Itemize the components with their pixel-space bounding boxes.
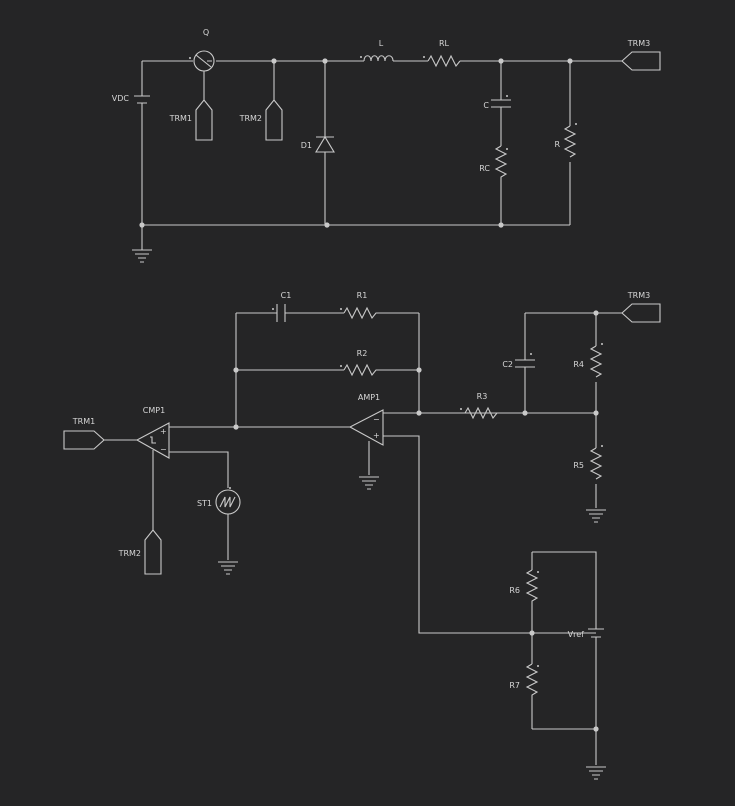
r7-resistor[interactable]: R7 <box>509 661 539 699</box>
trm3-label-bottom: TRM3 <box>627 291 650 300</box>
r5-label: R5 <box>573 461 584 470</box>
amp1-plus-sign: + <box>373 431 380 440</box>
trm2-port-top[interactable]: TRM2 <box>239 99 283 141</box>
r3-resistor[interactable]: R3 <box>460 392 498 420</box>
trm2-label-bottom: TRM2 <box>118 549 141 558</box>
r-resistor[interactable]: R <box>554 123 577 158</box>
pwm-controller-circuit: C1 R1 R2 − + AMP1 TRM <box>63 291 661 780</box>
r5-resistor[interactable]: R5 <box>573 445 603 480</box>
trm1-label-top: TRM1 <box>169 114 192 123</box>
vref-label: Vref <box>568 630 585 639</box>
q-switch[interactable]: Q <box>189 28 215 100</box>
c1-label: C1 <box>281 291 292 300</box>
trm1-label-bottom: TRM1 <box>72 417 95 426</box>
vdc-battery[interactable]: VDC <box>112 94 150 104</box>
vref-battery[interactable]: Vref <box>568 628 604 639</box>
r2-label: R2 <box>357 349 368 358</box>
vdc-label: VDC <box>112 94 130 103</box>
c2-wire <box>524 312 622 413</box>
vref-loop-wire <box>531 551 597 730</box>
cmp-st1-wire <box>169 451 229 488</box>
c1-capacitor[interactable]: C1 <box>272 291 291 322</box>
trm1-port-bottom[interactable]: TRM1 <box>63 417 105 450</box>
trm3-port-top[interactable]: TRM3 <box>621 39 661 71</box>
rl-label: RL <box>439 39 450 48</box>
hysteresis-icon <box>150 436 156 444</box>
ground-symbol-4 <box>586 509 606 523</box>
r6-label: R6 <box>509 586 520 595</box>
r1-resistor[interactable]: R1 <box>340 291 378 320</box>
amp1-label: AMP1 <box>358 393 380 402</box>
q-label: Q <box>203 28 209 37</box>
r6-resistor[interactable]: R6 <box>509 567 539 608</box>
c2-capacitor[interactable]: C2 <box>502 353 535 369</box>
r2-resistor[interactable]: R2 <box>340 349 378 377</box>
ground-symbol-2 <box>359 476 379 490</box>
r1-label: R1 <box>357 291 368 300</box>
rc-label: RC <box>479 164 490 173</box>
trm2-port-bottom[interactable]: TRM2 <box>118 529 162 575</box>
trm1-port-top[interactable]: TRM1 <box>169 99 213 141</box>
l-inductor[interactable]: L <box>360 39 394 62</box>
cmp1-minus-sign: − <box>160 445 167 454</box>
junctions-top <box>139 58 573 228</box>
amp1-io-wire <box>383 412 596 634</box>
junctions-bottom <box>233 310 599 732</box>
rc-resistor[interactable]: RC <box>479 145 508 225</box>
c-capacitor[interactable]: C <box>483 95 511 110</box>
r4-resistor[interactable]: R4 <box>573 343 603 378</box>
amp1-minus-sign: − <box>373 415 380 424</box>
c2-label: C2 <box>502 360 513 369</box>
ground-symbol-5 <box>586 766 606 780</box>
cmp1-comparator[interactable]: + − CMP1 <box>135 406 170 459</box>
cmp1-plus-sign: + <box>160 427 167 436</box>
r-label: R <box>554 140 560 149</box>
l-label: L <box>379 39 384 48</box>
d1-label: D1 <box>301 141 312 150</box>
cmp1-label: CMP1 <box>143 406 165 415</box>
trm3-label-top: TRM3 <box>627 39 650 48</box>
st1-label: ST1 <box>197 499 212 508</box>
rl-resistor[interactable]: RL <box>423 39 461 68</box>
c-label: C <box>483 101 489 110</box>
trm3-port-bottom[interactable]: TRM3 <box>621 291 661 323</box>
r3-label: R3 <box>477 392 488 401</box>
amp1-opamp[interactable]: − + AMP1 <box>348 393 384 446</box>
r7-label: R7 <box>509 681 520 690</box>
d1-diode[interactable]: D1 <box>301 135 335 153</box>
buck-converter-circuit: VDC Q TRM1 TRM2 D1 <box>112 28 661 263</box>
trm2-label-top: TRM2 <box>239 114 262 123</box>
ground-symbol-1 <box>132 249 152 263</box>
sawtooth-icon <box>219 496 236 508</box>
r4-label: R4 <box>573 360 584 369</box>
ground-symbol-3 <box>218 561 238 575</box>
st1-sawtooth-source[interactable]: ST1 <box>197 487 241 515</box>
